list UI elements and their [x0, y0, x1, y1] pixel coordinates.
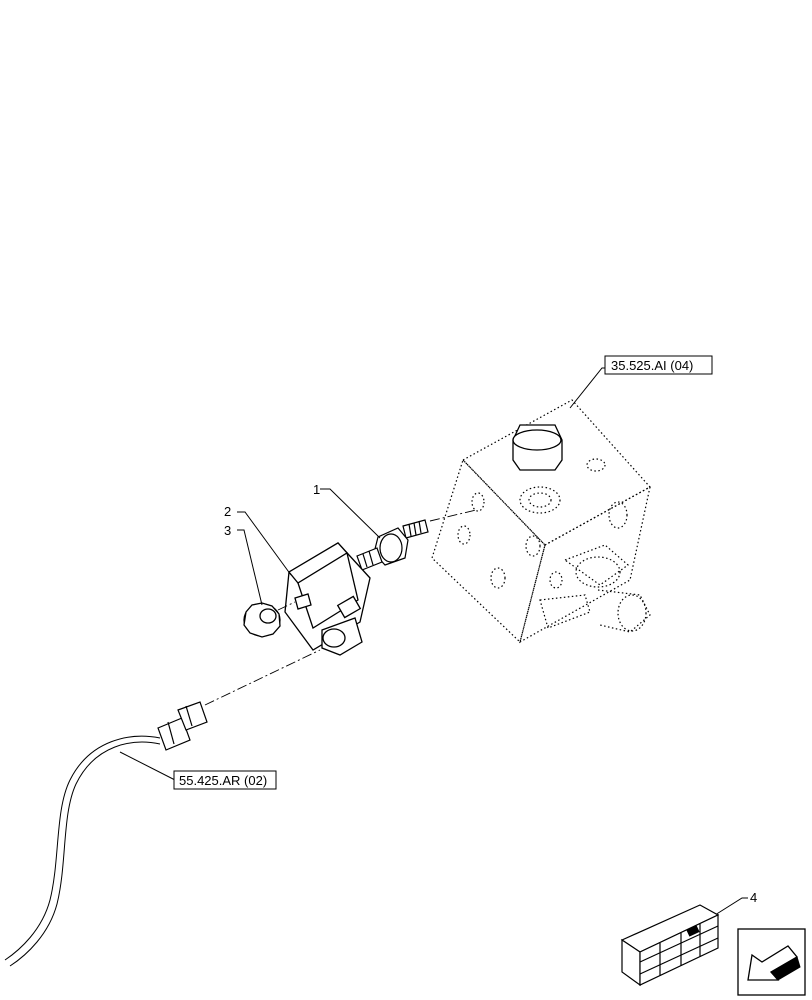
knurled-nut — [243, 602, 281, 638]
solenoid-connector — [284, 542, 371, 656]
callout-3: 3 — [224, 523, 231, 538]
ref-harness-text: 55.425.AR (02) — [179, 773, 267, 788]
valve-block — [431, 399, 651, 644]
previous-page-arrow-icon[interactable] — [737, 928, 806, 996]
ref-box-valve-block[interactable]: 35.525.AI (04) — [604, 355, 713, 375]
harness-connector — [157, 701, 208, 751]
callout-2: 2 — [224, 504, 231, 519]
callout-4: 4 — [750, 890, 757, 905]
pressure-switch — [356, 519, 429, 571]
ref-valve-block-text: 35.525.AI (04) — [611, 358, 693, 373]
ref-box-harness[interactable]: 55.425.AR (02) — [173, 770, 277, 790]
leader-lines — [119, 367, 748, 916]
callout-1: 1 — [313, 482, 320, 497]
harness-cable — [4, 735, 161, 967]
assembly-axis — [204, 509, 477, 706]
block-plug — [512, 424, 563, 471]
packaged-part-crate-icon — [620, 904, 720, 987]
